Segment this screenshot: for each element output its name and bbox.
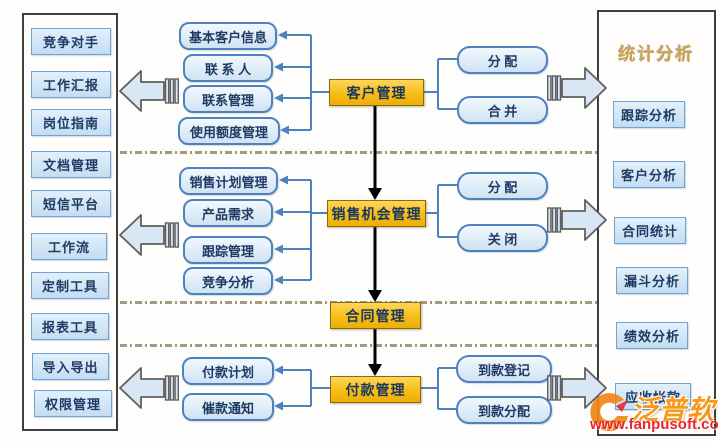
right-panel-item-customer-analysis: 客户分析 (613, 161, 685, 188)
flow-arrow-sales-to-contract (368, 226, 382, 302)
right-panel-item-performance-analysis: 绩效分析 (616, 322, 688, 349)
block-arrow-left-3 (119, 367, 180, 409)
left-panel-item-competitors: 竞争对手 (31, 28, 111, 55)
left-panel-item-work-report: 工作汇报 (31, 71, 111, 98)
feature-contacts: 联 系 人 (183, 54, 273, 82)
feature-payment-plan: 付款计划 (182, 357, 274, 385)
hub-customer-management: 客户管理 (329, 79, 424, 106)
right-panel-item-contract-statistics: 合同统计 (614, 217, 686, 244)
feature-competition-analysis: 竞争分析 (183, 267, 273, 295)
left-panel-item-workflow: 工作流 (31, 233, 107, 260)
action-payment-registration: 到款登记 (456, 355, 552, 383)
feature-sales-plan-mgmt: 销售计划管理 (179, 167, 278, 195)
action-merge-customer: 合 并 (457, 96, 548, 124)
right-panel-item-tracking-analysis: 跟踪分析 (613, 101, 685, 128)
action-assign-opportunity: 分 配 (457, 172, 548, 200)
arrowheads-group4-left (274, 365, 283, 411)
connectors-group4-left (282, 369, 330, 407)
hub-sales-opportunity-mgmt: 销售机会管理 (327, 200, 426, 227)
left-panel-item-permissions: 权限管理 (34, 390, 112, 417)
left-panel-item-sms-platform: 短信平台 (31, 190, 111, 217)
block-arrow-left-2 (119, 214, 180, 256)
connectors-group4-right (419, 367, 456, 410)
watermark-brand: 泛普软件 (631, 395, 718, 425)
flow-arrow-contract-to-payment (368, 328, 382, 376)
feature-payment-reminder: 催款通知 (182, 393, 274, 421)
block-arrow-left-1 (119, 70, 180, 112)
feature-contact-management: 联系管理 (183, 85, 273, 113)
watermark-url: www.fanpusoft.com (590, 416, 718, 433)
left-panel-item-report-tools: 报表工具 (31, 313, 109, 340)
action-assign-customer: 分 配 (457, 46, 548, 74)
left-panel-item-import-export: 导入导出 (32, 353, 109, 380)
right-panel-item-receivables: 应收帐款 (615, 383, 691, 410)
right-panel-item-funnel-analysis: 漏斗分析 (616, 267, 688, 294)
left-panel-item-custom-tools: 定制工具 (31, 272, 109, 299)
feature-usage-quota-mgmt: 使用额度管理 (178, 117, 280, 145)
arrowheads-group2-left (274, 175, 288, 285)
action-payment-allocation: 到款分配 (456, 396, 552, 424)
connectors-group2-right (424, 184, 457, 238)
action-close-opportunity: 关 闭 (457, 224, 548, 252)
left-panel-item-doc-mgmt: 文档管理 (31, 151, 111, 178)
connectors-group1-right (422, 58, 457, 110)
hub-payment-management: 付款管理 (330, 376, 421, 403)
feature-product-demand: 产品需求 (183, 199, 273, 227)
feature-tracking-mgmt: 跟踪管理 (183, 236, 273, 264)
connectors-group1-left (282, 34, 329, 131)
section-divider-1 (120, 151, 597, 154)
connectors-group2-left (282, 179, 327, 281)
stats-analysis-title: 统计分析 (618, 45, 695, 64)
section-divider-3 (120, 344, 597, 347)
feature-basic-customer-info: 基本客户信息 (179, 22, 277, 50)
left-panel-item-post-guide: 岗位指南 (31, 109, 111, 136)
hub-contract-management: 合同管理 (330, 302, 421, 329)
